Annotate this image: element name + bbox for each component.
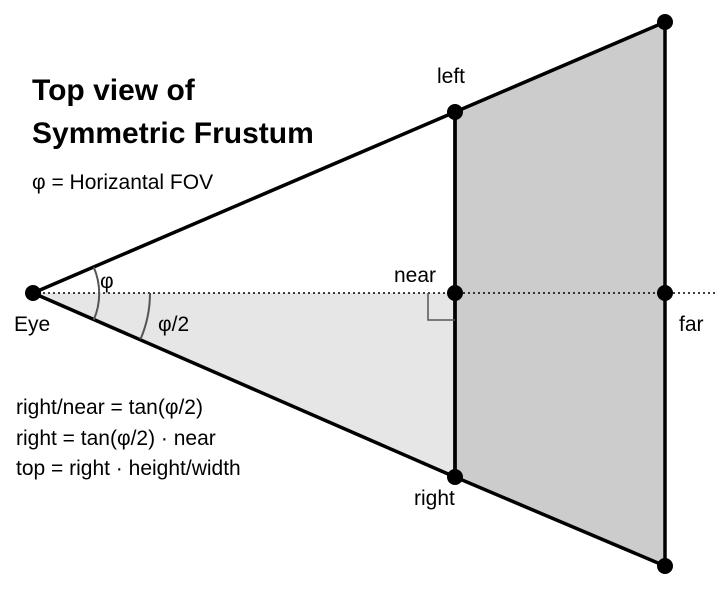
frustum-volume (453, 19, 667, 569)
left-label: left (437, 65, 465, 88)
title-line-2: Symmetric Frustum (32, 117, 314, 150)
fov-angle-label: φ (100, 270, 114, 293)
right-angle-marker (427, 293, 455, 321)
right-label: right (414, 487, 455, 510)
near-label: near (394, 264, 436, 287)
half-fov-angle-arc (139, 292, 151, 340)
eye-label: Eye (14, 313, 50, 336)
near-center-point (447, 285, 463, 301)
right-edge-line (32, 291, 456, 479)
title-line-1: Top view of (32, 74, 196, 107)
far-top-point (657, 14, 673, 30)
fov-angle-arc (92, 266, 101, 321)
near-left-point (447, 104, 463, 120)
half-fov-angle-label: φ/2 (158, 313, 189, 336)
equation-2: right = tan(φ/2) · near (16, 427, 216, 450)
fov-definition: φ = Horizantal FOV (32, 171, 213, 194)
eye-point (25, 285, 41, 301)
far-label: far (679, 313, 704, 336)
equation-3: top = right · height/width (16, 457, 241, 480)
far-bottom-point (657, 558, 673, 574)
left-edge-line (32, 110, 456, 295)
near-right-point (447, 469, 463, 485)
equation-1: right/near = tan(φ/2) (16, 396, 203, 419)
far-center-point (657, 285, 673, 301)
